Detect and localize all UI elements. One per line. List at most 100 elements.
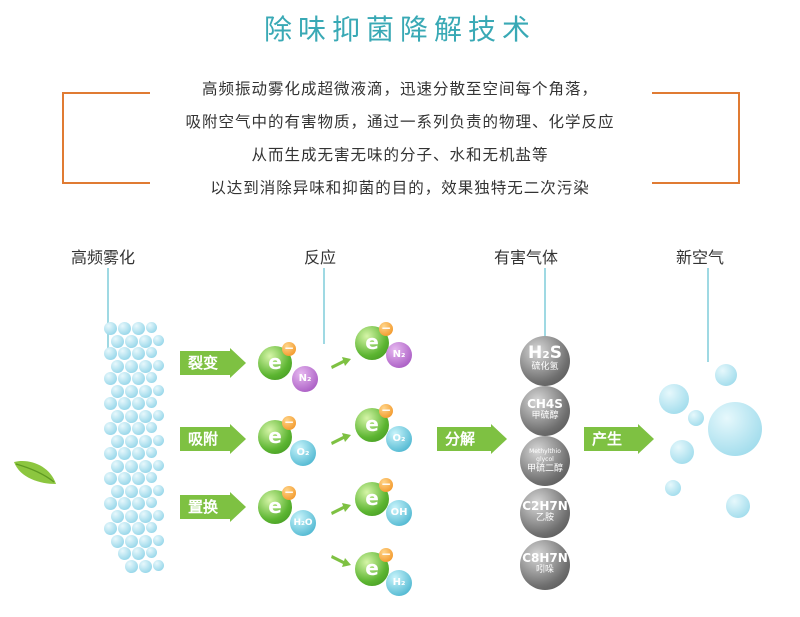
stage-label-harmful-gas: 有害气体 bbox=[494, 248, 559, 267]
connector-line-react bbox=[323, 268, 325, 344]
arrow-produce: 产生 bbox=[584, 424, 654, 454]
mist-droplet bbox=[104, 347, 117, 360]
mist-droplet bbox=[132, 547, 145, 560]
mist-droplet bbox=[125, 559, 138, 573]
electron-charge-badge: − bbox=[379, 403, 393, 418]
stage-label-react: 反应 bbox=[304, 248, 337, 267]
fresh-air-bubble bbox=[659, 384, 689, 414]
mist-droplet bbox=[139, 384, 152, 398]
mist-droplet bbox=[111, 384, 124, 398]
molecule-o2: O₂ bbox=[290, 440, 316, 466]
mist-droplet bbox=[153, 534, 164, 546]
mist-droplet bbox=[111, 334, 124, 348]
mist-droplet bbox=[118, 522, 131, 535]
mist-droplet bbox=[139, 409, 152, 423]
mist-droplet bbox=[153, 334, 164, 346]
mist-droplet bbox=[146, 447, 157, 458]
mist-droplet bbox=[146, 522, 157, 533]
mist-droplet bbox=[139, 509, 152, 523]
description-line: 以达到消除异味和抑菌的目的，效果独特无二次污染 bbox=[110, 172, 690, 205]
mist-droplet bbox=[153, 559, 164, 571]
mist-droplet bbox=[146, 397, 157, 408]
molecule-h2o: H₂O bbox=[290, 510, 316, 536]
stage-label-atomize: 高频雾化 bbox=[71, 248, 136, 267]
mist-droplet bbox=[125, 334, 138, 348]
electron-charge-badge: − bbox=[379, 477, 393, 492]
description-line: 吸附空气中的有害物质，通过一系列负责的物理、化学反应 bbox=[110, 106, 690, 139]
mist-droplet bbox=[132, 497, 145, 510]
mist-droplet bbox=[125, 534, 138, 548]
mist-droplet bbox=[118, 547, 131, 560]
mist-droplet bbox=[153, 384, 164, 396]
mist-droplet bbox=[153, 434, 164, 446]
mist-droplet bbox=[139, 534, 152, 548]
connector-line-fresh-air bbox=[707, 268, 709, 362]
mist-droplet bbox=[132, 522, 145, 535]
page-title: 除味抑菌降解技术 bbox=[263, 13, 536, 46]
mist-droplet bbox=[132, 422, 145, 435]
mist-droplet bbox=[125, 359, 138, 373]
mist-droplet bbox=[125, 484, 138, 498]
fresh-air-bubble bbox=[665, 480, 681, 496]
molecule-n2: N₂ bbox=[292, 366, 318, 392]
leaf-icon bbox=[14, 460, 56, 484]
mist-droplet bbox=[111, 484, 124, 498]
mist-droplet bbox=[125, 384, 138, 398]
product-n2: N₂ bbox=[386, 342, 412, 368]
electron-charge-badge: − bbox=[282, 485, 296, 500]
electron-charge-badge: − bbox=[282, 341, 296, 356]
mist-droplet bbox=[125, 409, 138, 423]
mist-droplet bbox=[146, 497, 157, 508]
mist-droplet bbox=[104, 497, 117, 510]
mist-droplet bbox=[132, 447, 145, 460]
mist-droplet bbox=[104, 472, 117, 485]
product-h2: H₂ bbox=[386, 570, 412, 596]
product-o2: O₂ bbox=[386, 426, 412, 452]
mist-droplet bbox=[118, 422, 131, 435]
electron-charge-badge: − bbox=[282, 415, 296, 430]
mist-droplet bbox=[132, 397, 145, 410]
mist-droplet bbox=[153, 409, 164, 421]
arrow-adsorb: 吸附 bbox=[180, 424, 246, 454]
description-line: 从而生成无害无味的分子、水和无机盐等 bbox=[110, 139, 690, 172]
mist-droplet bbox=[139, 559, 152, 573]
mist-droplet bbox=[111, 434, 124, 448]
mist-droplet bbox=[139, 334, 152, 348]
fresh-air-bubble bbox=[708, 402, 762, 456]
stage-label-fresh-air: 新空气 bbox=[676, 248, 725, 267]
description-frame-right bbox=[652, 92, 740, 184]
mist-droplet bbox=[125, 434, 138, 448]
connector-line-gas bbox=[544, 268, 546, 336]
mist-droplet bbox=[153, 459, 164, 471]
fresh-air-bubble bbox=[688, 410, 704, 426]
arrow-decompose: 分解 bbox=[437, 424, 507, 454]
fresh-air-bubble bbox=[715, 364, 737, 386]
fresh-air-bubble bbox=[670, 440, 694, 464]
mist-droplet bbox=[118, 322, 131, 335]
mist-droplet bbox=[146, 372, 157, 383]
mist-droplet bbox=[125, 509, 138, 523]
mist-droplet bbox=[111, 459, 124, 473]
small-arrow-icon bbox=[331, 357, 351, 369]
mist-droplet bbox=[118, 347, 131, 360]
mist-droplet bbox=[118, 372, 131, 385]
mist-droplet bbox=[139, 359, 152, 373]
electron-charge-badge: − bbox=[379, 321, 393, 336]
electron-product: e bbox=[355, 408, 389, 442]
connector-line-atomize bbox=[107, 268, 109, 356]
mist-droplet bbox=[104, 372, 117, 385]
mist-droplet bbox=[146, 422, 157, 433]
mist-droplet bbox=[132, 372, 145, 385]
mist-droplet bbox=[104, 447, 117, 460]
mist-droplet bbox=[104, 422, 117, 435]
mist-droplet bbox=[104, 397, 117, 410]
arrow-replace: 置换 bbox=[180, 492, 246, 522]
mist-droplet bbox=[139, 434, 152, 448]
mist-droplet bbox=[104, 322, 117, 335]
mist-droplet bbox=[146, 547, 157, 558]
fresh-air-bubble bbox=[726, 494, 750, 518]
mist-droplet bbox=[132, 472, 145, 485]
mist-droplet bbox=[104, 522, 117, 535]
